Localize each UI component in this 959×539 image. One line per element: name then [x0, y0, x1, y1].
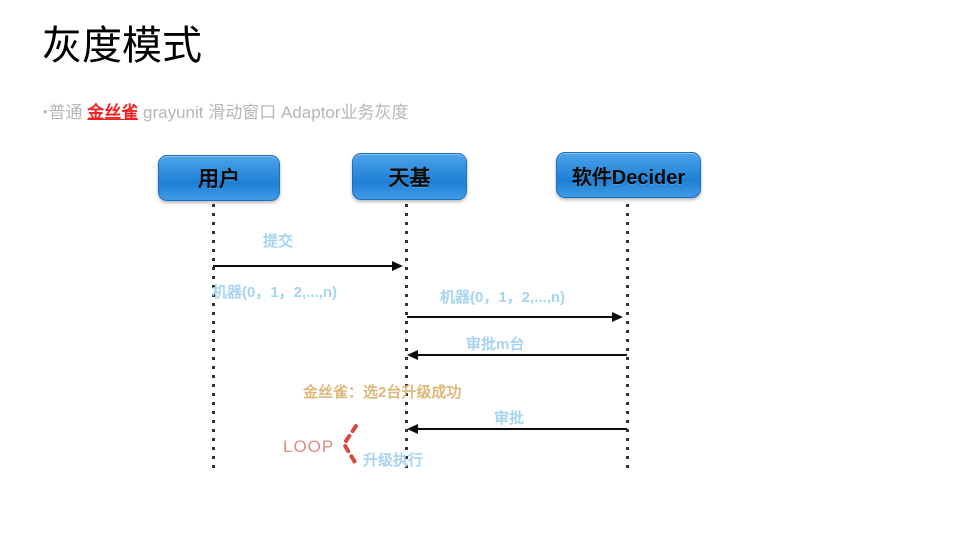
arrow-head-3-icon [407, 350, 418, 360]
actor-label-user: 用户 [198, 168, 240, 191]
annotation-loop: LOOP [283, 437, 335, 456]
lifeline-tianji [405, 204, 408, 470]
actor-box-tianji[interactable]: 天基 [352, 153, 467, 200]
bullet-line: •普通 金丝雀 grayunit 滑动窗口 Adaptor业务灰度 [43, 100, 409, 125]
message-label-approve-m: 审批m台 [466, 336, 525, 353]
lifeline-decider [626, 204, 629, 470]
lifeline-user [212, 204, 215, 470]
arrow-head-1-icon [392, 261, 403, 271]
bullet-text-after: grayunit 滑动窗口 Adaptor业务灰度 [138, 103, 409, 122]
annotation-canary: 金丝雀：选2台升级成功 [303, 384, 462, 401]
bullet-marker: • [43, 104, 48, 119]
bullet-text-highlight: 金丝雀 [87, 103, 139, 122]
actor-label-decider: 软件Decider [571, 166, 686, 189]
actor-box-decider[interactable]: 软件Decider [556, 152, 701, 198]
message-arrow-3 [418, 354, 627, 356]
annotation-upgrade-exec: 升级执行 [363, 452, 424, 469]
bullet-text-before: 普通 [48, 103, 88, 122]
arrow-head-2-icon [612, 312, 623, 322]
message-arrow-2 [407, 316, 613, 318]
message-arrow-4 [418, 428, 627, 430]
page-title: 灰度模式 [42, 24, 202, 68]
actor-box-user[interactable]: 用户 [158, 155, 280, 201]
arrow-head-4-icon [407, 424, 418, 434]
message-label-submit: 提交 [263, 233, 294, 250]
message-label-machines-1: 机器(0，1，2,...,n) [212, 284, 338, 301]
loop-arc-icon [341, 424, 358, 466]
message-label-approve: 审批 [494, 410, 525, 427]
message-label-machines-2: 机器(0，1，2,...,n) [440, 289, 566, 306]
message-arrow-1 [213, 265, 393, 267]
actor-label-tianji: 天基 [388, 166, 431, 190]
